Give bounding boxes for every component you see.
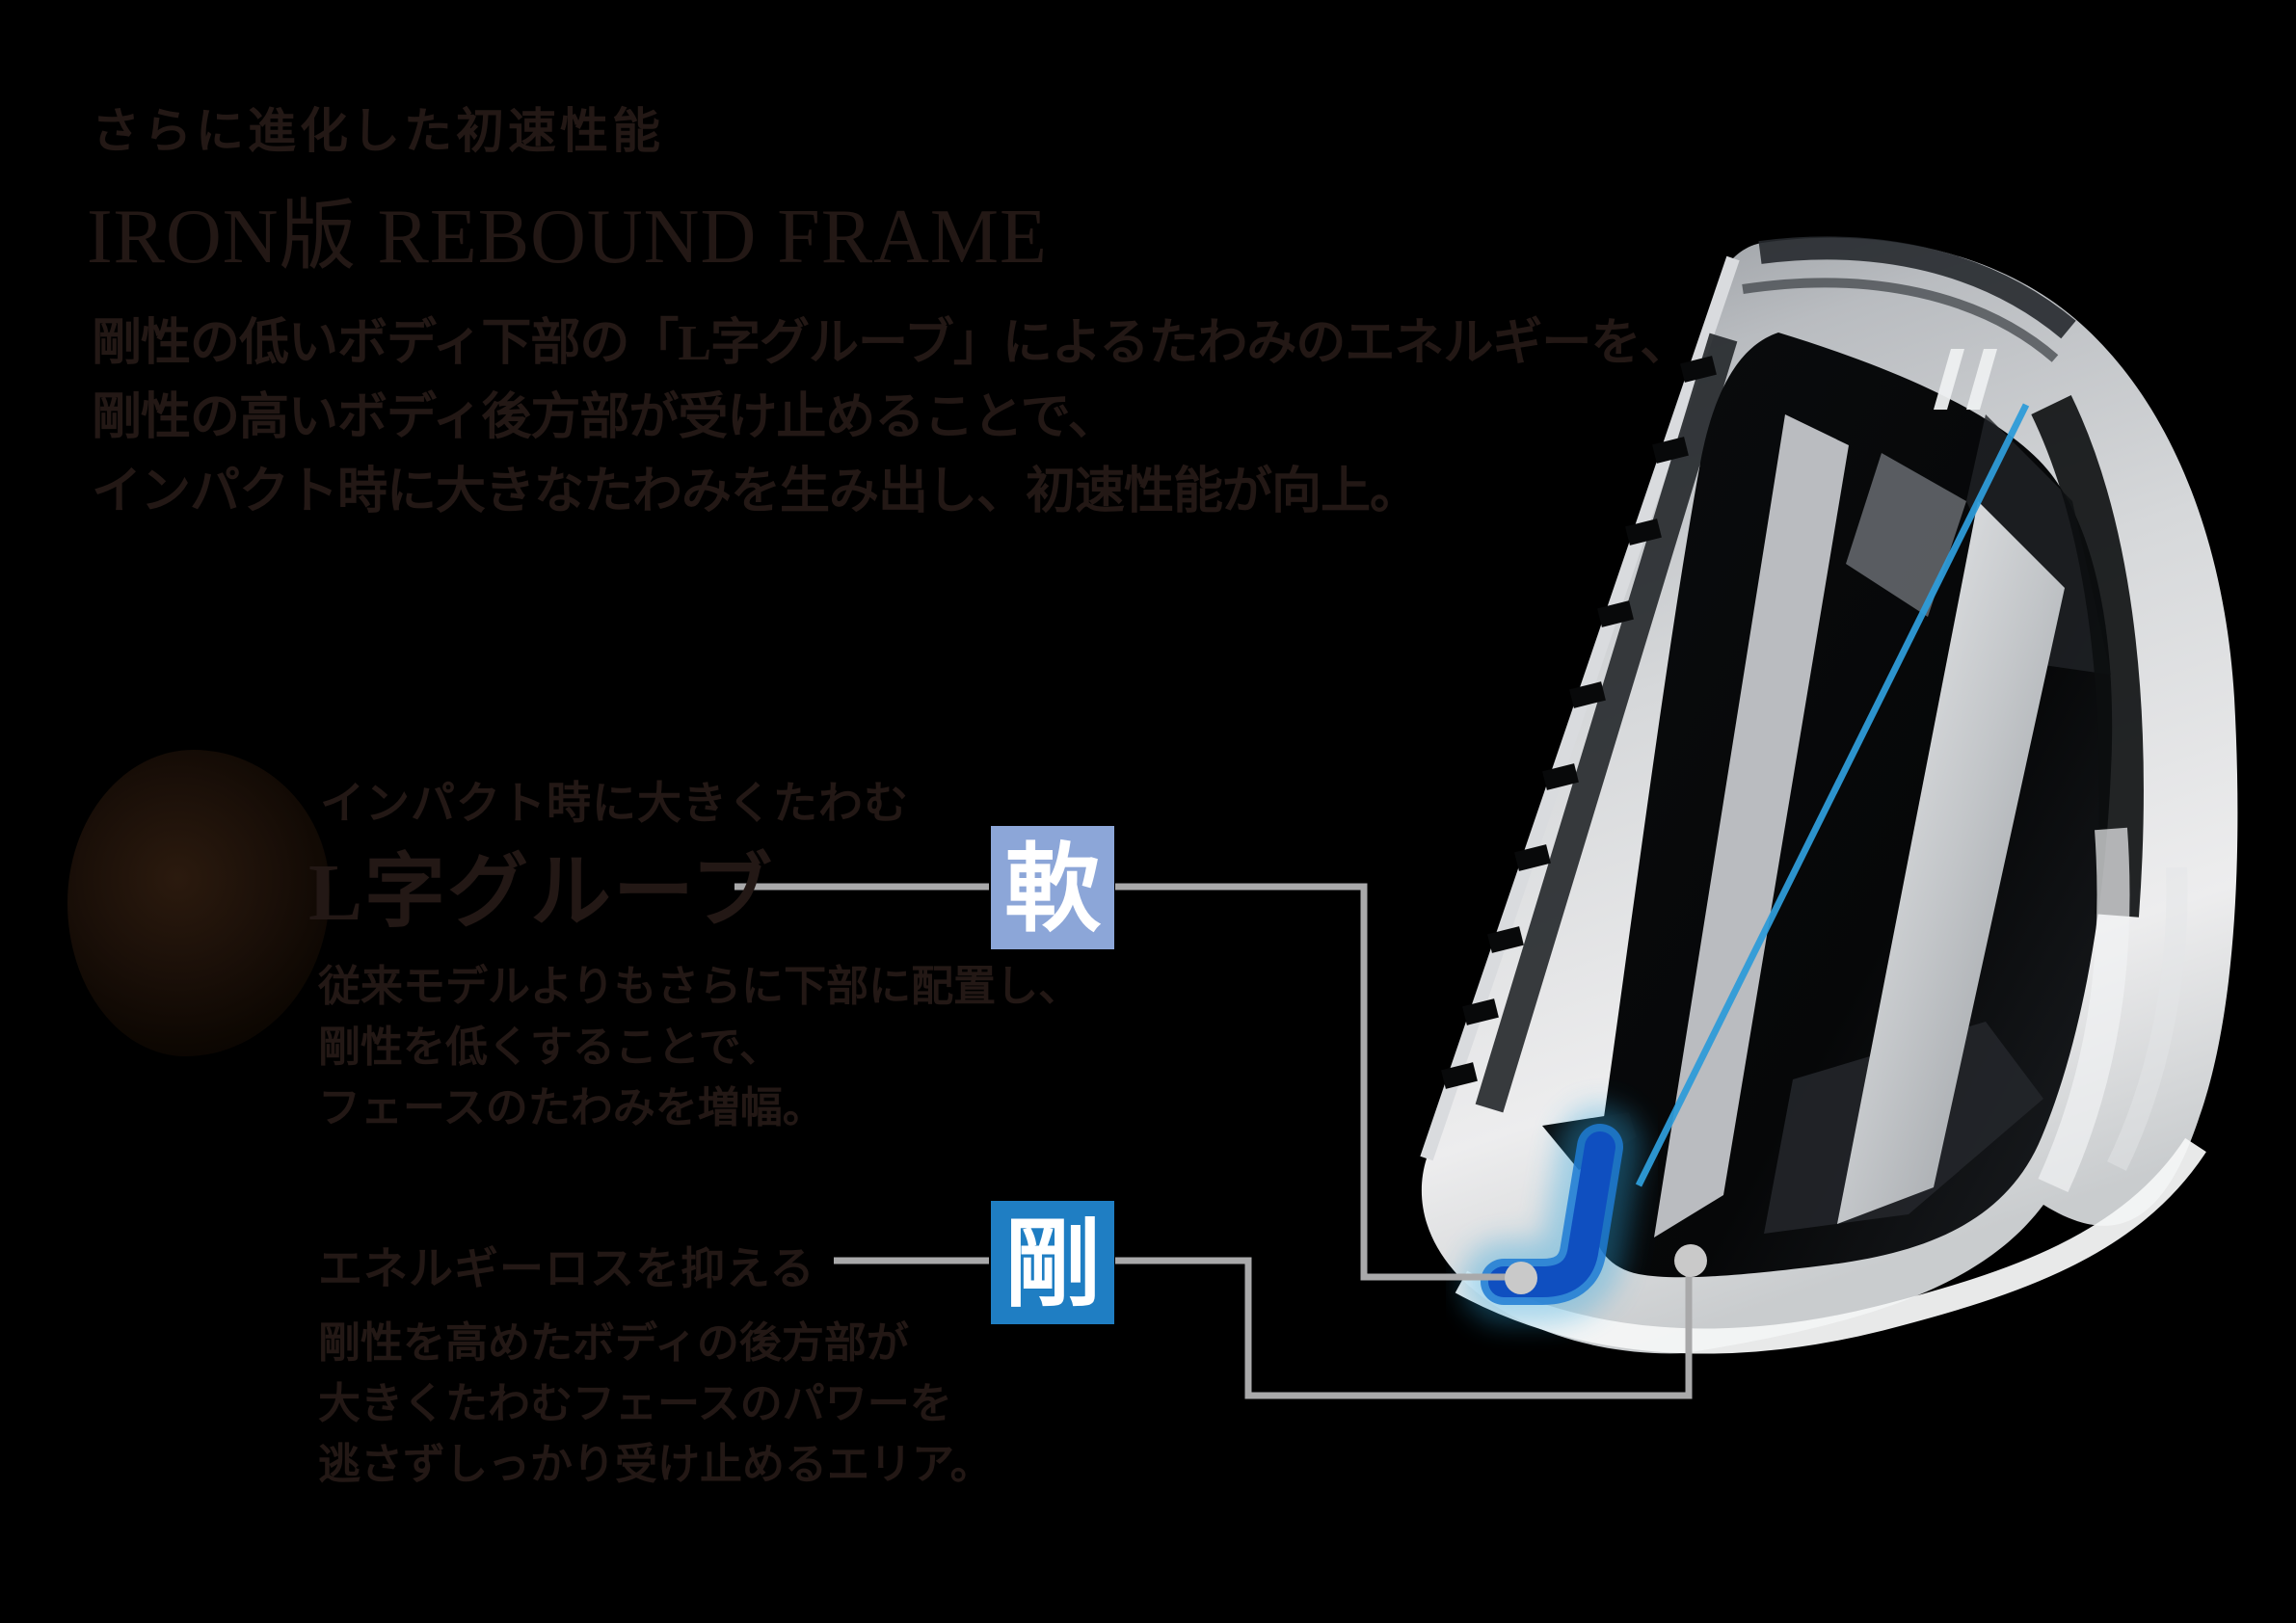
rigid-marker-dot — [1674, 1244, 1707, 1277]
l-groove-part-photo — [67, 750, 330, 1056]
soft-callout-title: L字グルーブ — [308, 848, 774, 938]
rigid-body-line: 大きくたわむフェースのパワーを — [318, 1380, 952, 1427]
soft-body-line: フェースのたわみを増幅。 — [318, 1084, 825, 1131]
rigid-badge: 剛 — [991, 1201, 1114, 1324]
l-groove-highlight — [1462, 1105, 1642, 1323]
soft-callout-eyebrow: インパクト時に大きくたわむ — [320, 778, 909, 828]
rigid-connector-right — [1115, 1257, 1693, 1399]
soft-body-line: 従来モデルよりもさらに下部に配置し、 — [318, 963, 1081, 1010]
page-title: IRON版 REBOUND FRAME — [87, 195, 1048, 279]
rigid-callout-title: エネルギーロスを抑える — [318, 1243, 815, 1293]
callout-connectors — [734, 883, 1693, 1399]
blue-face-line — [1635, 403, 2030, 1187]
soft-badge: 軟 — [991, 826, 1114, 949]
soft-body-line: 剛性を低くすることで、 — [318, 1024, 782, 1071]
brand-slash-marks — [1934, 349, 1997, 410]
rigid-body-line: 剛性を高めたボディの後方部が — [318, 1319, 909, 1367]
intro-paragraph: 剛性の低いボディ下部の「L字グルーブ」によるたわみのエネルギーを、 剛性の高いボ… — [92, 306, 1690, 529]
soft-callout-body: 従来モデルよりもさらに下部に配置し、 剛性を低くすることで、 フェースのたわみを… — [318, 956, 1081, 1138]
intro-line: 剛性の高いボディ後方部が受け止めることで、 — [92, 390, 1118, 445]
intro-line: インパクト時に大きなたわみを生み出し、初速性能が向上。 — [92, 465, 1420, 519]
rigid-callout-body: 剛性を高めたボディの後方部が 大きくたわむフェースのパワーを 逃さずしっかり受け… — [318, 1313, 993, 1495]
iron-head-body — [1420, 236, 2238, 1354]
intro-line: 剛性の低いボディ下部の「L字グルーブ」によるたわみのエネルギーを、 — [92, 316, 1690, 371]
soft-connector-right — [1115, 883, 1506, 1281]
face-groove-serrations — [1441, 356, 1717, 1089]
rigid-body-line: 逃さずしっかり受け止めるエリア。 — [318, 1441, 993, 1488]
callout-marker-dots — [1505, 1244, 1707, 1294]
soft-marker-dot — [1505, 1262, 1537, 1294]
page-eyebrow: さらに進化した初速性能 — [92, 104, 664, 158]
